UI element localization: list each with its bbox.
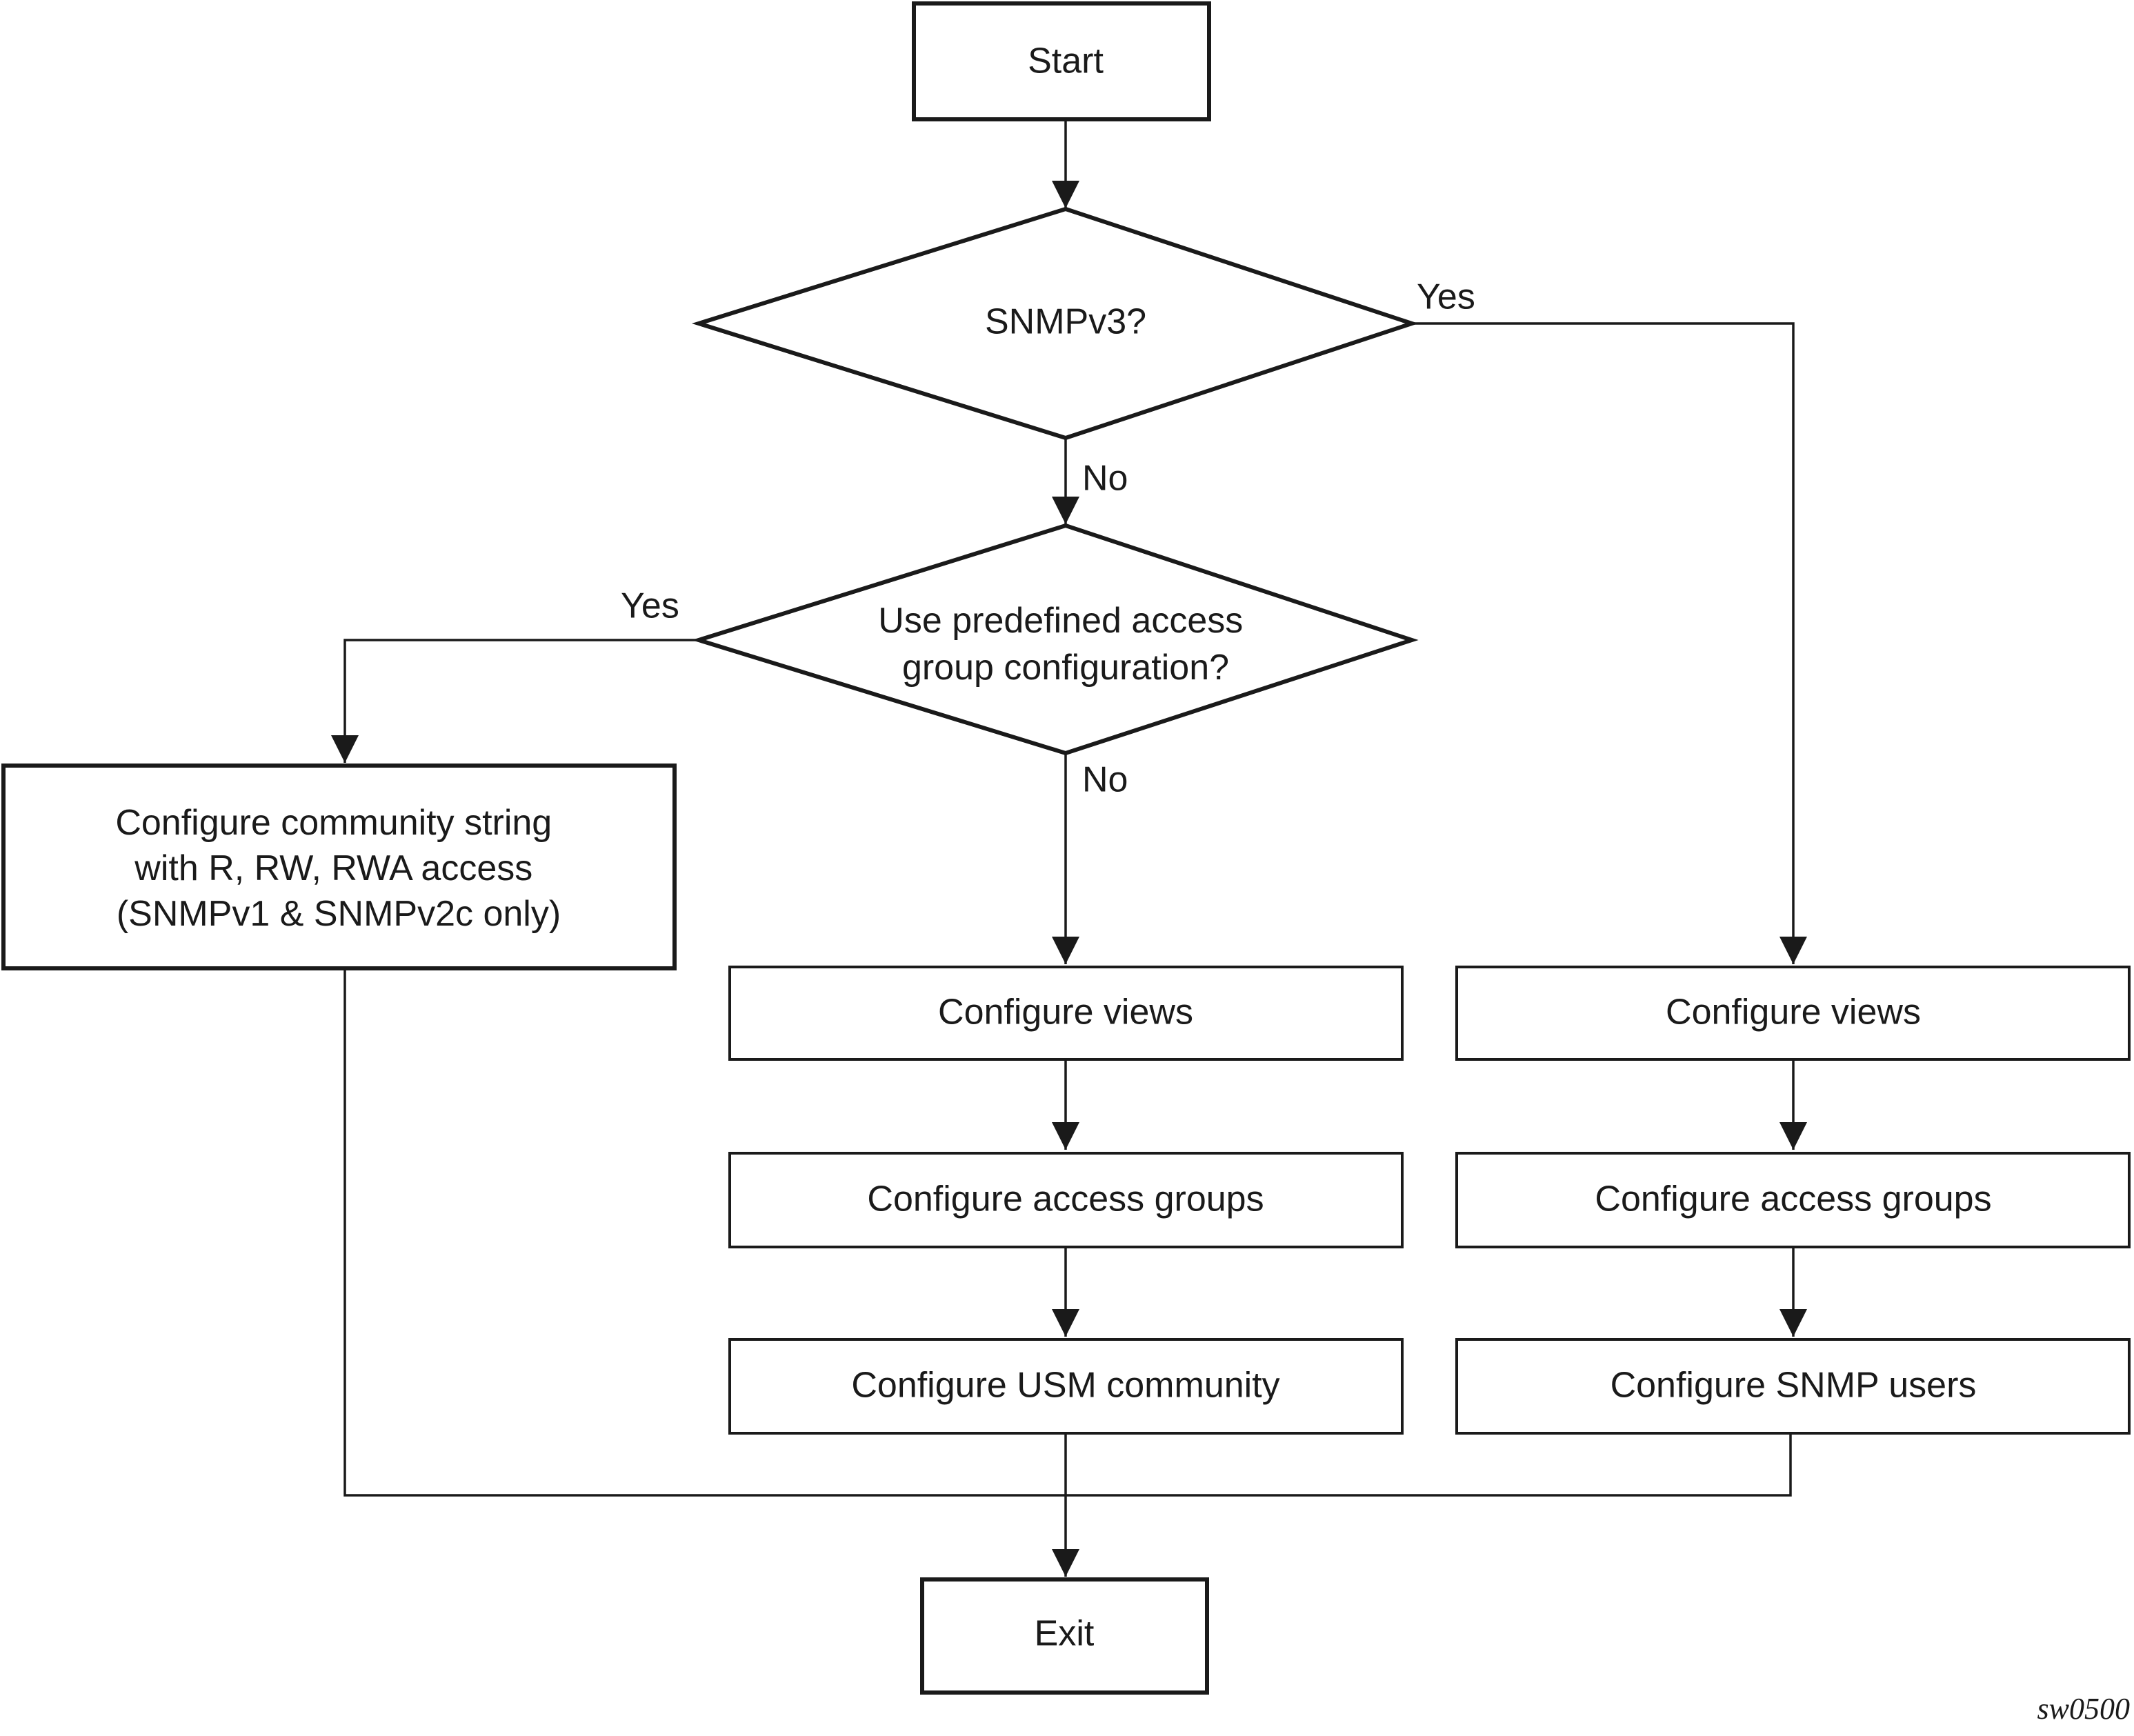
mid-usm-community-label: Configure USM community [851, 1366, 1279, 1406]
predefined-decision-line-1: Use predefined access [878, 601, 1243, 641]
community-string-line-2: with R, RW, RWA access [134, 848, 532, 888]
right-views-label: Configure views [1666, 992, 1921, 1032]
exit-label: Exit [1035, 1614, 1095, 1654]
mid-views-node: Configure views [728, 966, 1404, 1061]
line-community-to-merge [343, 970, 1792, 1497]
connectors [331, 121, 1807, 1577]
right-snmp-users-label: Configure SNMP users [1611, 1366, 1977, 1406]
exit-node: Exit [920, 1577, 1209, 1695]
figure-id: sw0500 [2037, 1692, 2130, 1726]
right-access-groups-node: Configure access groups [1455, 1152, 2131, 1248]
start-label: Start [1028, 41, 1104, 81]
community-string-label: Configure community string with R, RW, R… [115, 803, 561, 934]
mid-usm-community-node: Configure USM community [728, 1338, 1404, 1435]
predefined-decision-line-2: group configuration? [902, 648, 1229, 688]
predefined-yes-label: Yes [621, 586, 679, 626]
arrow-snmpv3-yes [1412, 322, 1807, 964]
right-access-groups-label: Configure access groups [1595, 1179, 1991, 1219]
right-snmp-users-node: Configure SNMP users [1455, 1338, 2131, 1435]
community-string-line-1: Configure community string [115, 803, 552, 843]
start-node: Start [912, 1, 1211, 121]
mid-access-groups-label: Configure access groups [867, 1179, 1264, 1219]
snmpv3-yes-label: Yes [1417, 277, 1475, 317]
predefined-no-label: No [1082, 760, 1128, 800]
mid-views-label: Configure views [938, 992, 1193, 1032]
snmpv3-decision: SNMPv3? [691, 206, 1419, 441]
snmpv3-decision-label: SNMPv3? [985, 302, 1146, 342]
predefined-decision: Use predefined access group configuratio… [691, 523, 1419, 756]
arrow-predefined-yes [331, 639, 699, 763]
community-string-line-3: (SNMPv1 & SNMPv2c only) [117, 894, 561, 934]
right-views-node: Configure views [1455, 966, 2131, 1061]
snmpv3-no-label: No [1082, 459, 1128, 499]
community-string-node: Configure community string with R, RW, R… [1, 764, 677, 970]
mid-access-groups-node: Configure access groups [728, 1152, 1404, 1248]
predefined-decision-label: Use predefined access group configuratio… [878, 601, 1253, 688]
